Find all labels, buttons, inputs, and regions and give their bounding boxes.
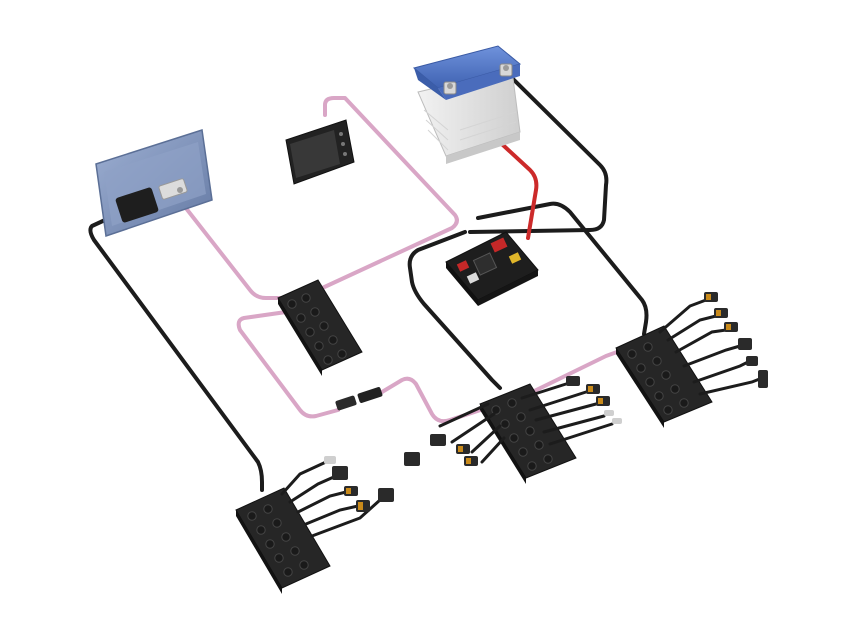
socket-icon	[265, 539, 275, 549]
socket-icon	[645, 377, 655, 387]
socket-icon	[274, 553, 284, 563]
battery	[412, 45, 522, 164]
socket-icon	[314, 341, 324, 351]
socket-icon	[256, 525, 266, 535]
socket-icon	[679, 398, 689, 408]
socket-icon	[323, 355, 333, 365]
display-connector-block-icon	[115, 187, 159, 223]
connector-plug-icon	[378, 488, 394, 502]
socket-icon	[319, 321, 329, 331]
socket-icon	[663, 405, 673, 415]
hub-right	[615, 325, 713, 428]
hub-center	[479, 383, 577, 484]
socket-icon	[491, 405, 501, 415]
socket-icon	[272, 518, 282, 528]
socket-icon	[299, 560, 309, 570]
network-cables	[176, 96, 630, 424]
socket-icon	[305, 327, 315, 337]
fuse-red-icon	[490, 237, 508, 253]
branch-cables-lower	[280, 460, 382, 538]
socket-icon	[636, 363, 646, 373]
cable-battery-ground	[468, 72, 609, 234]
socket-icon	[247, 511, 257, 521]
socket-icon	[509, 433, 519, 443]
socket-icon	[310, 307, 320, 317]
socket-icon	[507, 398, 517, 408]
socket-icon	[627, 349, 637, 359]
power-distribution-unit	[445, 231, 539, 306]
socket-icon	[652, 356, 662, 366]
keypad-screen	[285, 119, 355, 185]
cable-inline-to-hub-center	[380, 376, 507, 424]
fuse-red-icon-2	[456, 260, 470, 272]
hub-lower-left	[235, 487, 331, 594]
multifunction-display	[95, 129, 213, 238]
socket-icon	[516, 412, 526, 422]
cable-display-to-hub-upper	[176, 196, 292, 300]
socket-icon	[661, 370, 671, 380]
socket-icon	[643, 342, 653, 352]
hub-upper	[277, 279, 363, 376]
socket-icon	[328, 335, 338, 345]
connector-plug-icon	[566, 376, 580, 386]
cable-pdu-to-hub-center	[407, 230, 502, 390]
fuse-yellow-icon	[508, 252, 522, 264]
connector-terminal-icon	[324, 456, 336, 464]
connector-terminal-icon	[604, 410, 614, 416]
socket-icon	[290, 546, 300, 556]
connector-plug-icon	[738, 338, 752, 350]
connector-plug-icon	[332, 466, 348, 480]
socket-icon	[296, 313, 306, 323]
branch-connectors-lower	[324, 456, 394, 512]
connector-plug-icon	[404, 452, 420, 466]
connector-plug-icon	[758, 370, 768, 388]
connector-plug-icon	[430, 434, 446, 446]
socket-icon	[543, 454, 553, 464]
branch-connectors-center	[404, 376, 622, 466]
connector-plug-icon	[746, 356, 758, 366]
cable-battery-power	[450, 96, 539, 240]
socket-icon	[527, 461, 537, 471]
cable-display-to-hub-lower-left	[88, 218, 264, 492]
socket-icon	[654, 391, 664, 401]
socket-icon	[670, 384, 680, 394]
socket-icon	[301, 293, 311, 303]
inline-connector	[335, 387, 383, 411]
cable-hub-center-to-right	[518, 346, 630, 400]
ground-cables	[88, 72, 649, 492]
socket-icon	[534, 440, 544, 450]
battery-terminal-negative-icon	[499, 63, 513, 77]
cable-hub-upper-loop	[236, 308, 340, 419]
socket-icon	[518, 447, 528, 457]
socket-icon	[337, 349, 347, 359]
socket-icon	[500, 419, 510, 429]
connector-terminal-icon	[612, 418, 622, 424]
battery-terminal-positive-icon	[443, 81, 457, 95]
socket-icon	[525, 426, 535, 436]
branch-connectors-right	[704, 292, 768, 388]
socket-icon	[287, 299, 297, 309]
cable-pdu-to-hub-right	[476, 201, 649, 336]
socket-icon	[281, 532, 291, 542]
socket-icon	[263, 504, 273, 514]
branch-cables-center	[438, 382, 614, 464]
socket-icon	[283, 567, 293, 577]
